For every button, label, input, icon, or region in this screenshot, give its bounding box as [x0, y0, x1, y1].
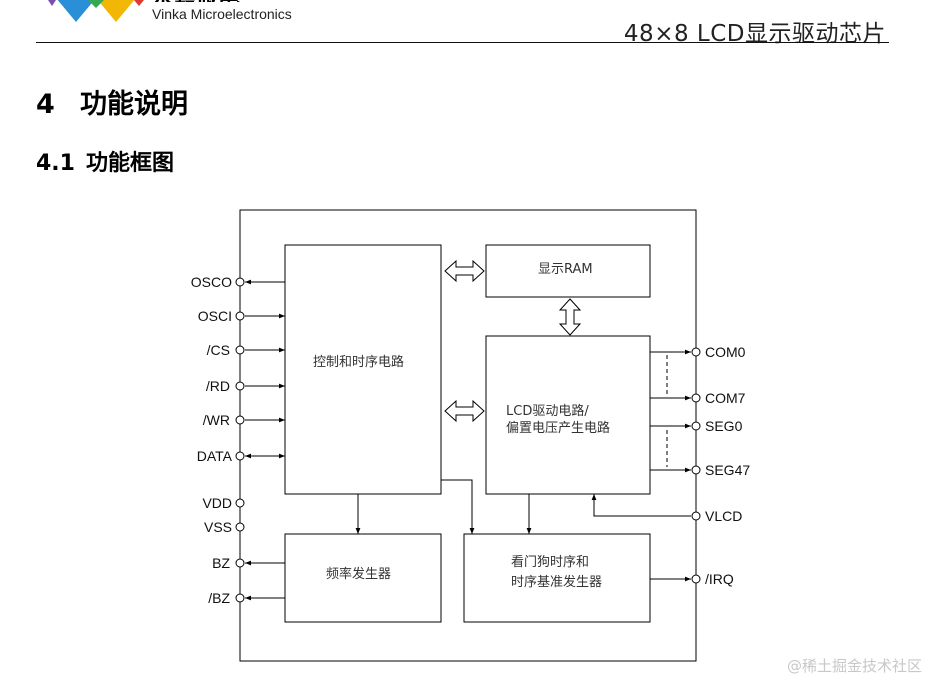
lcd-block-label-1: LCD驱动电路/ [506, 403, 589, 419]
lcd-driver-block [485, 335, 651, 495]
pin-nbz: /BZ [208, 590, 230, 606]
ram-block [485, 244, 651, 298]
pin-com0: COM0 [705, 344, 746, 360]
subsection-title: 功能框图 [86, 151, 175, 176]
pin-data: DATA [197, 448, 233, 464]
pin-vlcd: VLCD [705, 508, 742, 524]
chip-outline [239, 209, 697, 662]
pin-seg0: SEG0 [705, 418, 743, 434]
pin-vss: VSS [204, 519, 232, 535]
control-block-label: 控制和时序电路 [313, 354, 404, 370]
section-title: 功能说明 [80, 89, 188, 120]
lcd-block-label-2: 偏置电压产生电路 [506, 420, 610, 436]
logo-mark [48, 0, 144, 22]
section-number: 4 [36, 89, 55, 120]
pin-osci: OSCI [198, 308, 232, 324]
header-divider [36, 42, 889, 43]
ram-block-label: 显示RAM [538, 262, 593, 277]
subsection-heading: 4.1 功能框图 [36, 145, 174, 177]
bus-arrow-ram [444, 259, 485, 283]
pin-osco: OSCO [191, 274, 232, 290]
pin-vdd: VDD [202, 495, 232, 511]
pin-seg47: SEG47 [705, 462, 750, 478]
bus-arrow-ram-lcd [558, 298, 582, 336]
pin-irq: /IRQ [705, 571, 734, 587]
pin-com7: COM7 [705, 390, 746, 406]
wdt-block-label-2: 时序基准发生器 [511, 574, 602, 590]
watchdog-block [463, 533, 651, 623]
pin-cs: /CS [207, 342, 230, 358]
logo [48, 0, 288, 30]
bus-arrow-lcd [444, 399, 485, 423]
freq-gen-block [284, 533, 442, 623]
logo-subtitle: Vinka Microelectronics [152, 6, 292, 22]
control-block [284, 244, 442, 495]
pin-bz: BZ [212, 555, 230, 571]
freq-block-label: 频率发生器 [326, 566, 391, 582]
wdt-block-label-1: 看门狗时序和 [511, 554, 589, 570]
pin-wr: /WR [203, 412, 230, 428]
pin-rd: /RD [206, 378, 230, 394]
subsection-number: 4.1 [36, 151, 75, 176]
section-heading: 4 功能说明 [36, 82, 188, 121]
watermark: @稀土掘金技术社区 [786, 657, 922, 675]
logo-text: 永嘉微电 [152, 0, 240, 2]
